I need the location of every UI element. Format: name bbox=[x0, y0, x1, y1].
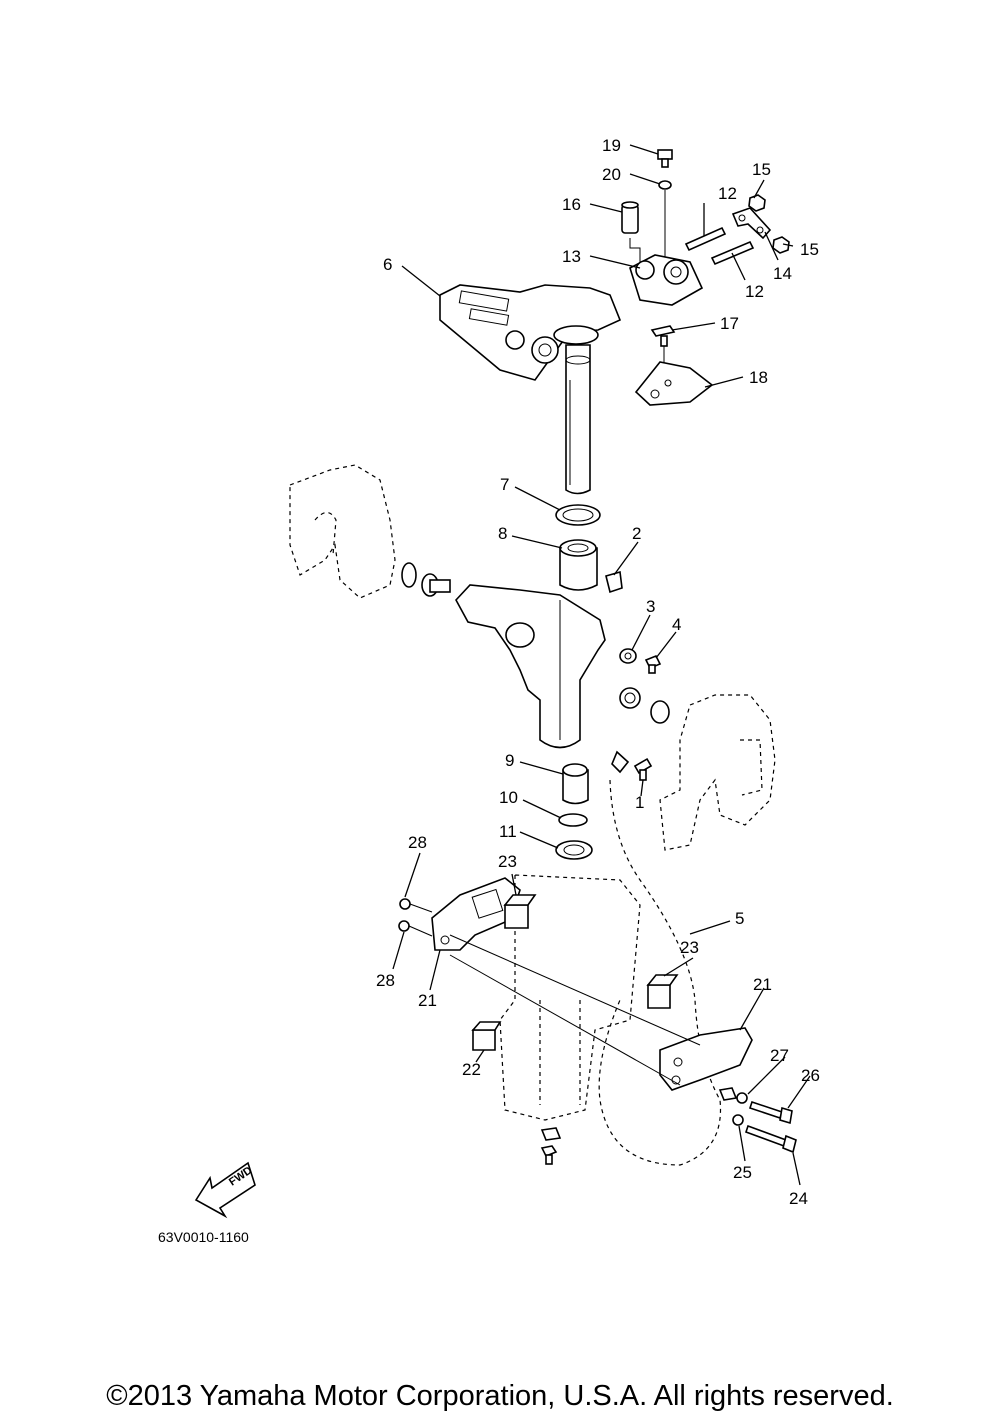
part-4-fitting bbox=[644, 654, 662, 674]
part-23-rubber-left bbox=[503, 894, 537, 929]
callout-28: 28 bbox=[376, 971, 395, 990]
part-19-bolt bbox=[657, 149, 673, 168]
callout-21: 21 bbox=[418, 991, 437, 1010]
part-17-clip bbox=[650, 325, 676, 347]
callout-15: 15 bbox=[800, 240, 819, 259]
callout-23: 23 bbox=[680, 938, 699, 957]
callout-8: 8 bbox=[498, 524, 507, 543]
part-14-plate bbox=[731, 207, 772, 240]
part-12-stud-upper bbox=[684, 226, 727, 252]
callout-12: 12 bbox=[745, 282, 764, 301]
part-27-washer bbox=[736, 1092, 748, 1104]
callout-15: 15 bbox=[752, 160, 771, 179]
callout-10: 10 bbox=[499, 788, 518, 807]
callout-22: 22 bbox=[462, 1060, 481, 1079]
part-28-bolt-upper bbox=[399, 898, 433, 913]
part-6-steering-arm bbox=[439, 284, 622, 381]
part-28-bolt-lower bbox=[398, 920, 433, 937]
callout-14: 14 bbox=[773, 264, 792, 283]
callout-24: 24 bbox=[789, 1189, 808, 1208]
part-18-plate bbox=[634, 361, 714, 406]
part-20-washer bbox=[658, 180, 672, 190]
callout-18: 18 bbox=[749, 368, 768, 387]
callout-16: 16 bbox=[562, 195, 581, 214]
copyright-notice: ©2013 Yamaha Motor Corporation, U.S.A. A… bbox=[106, 1380, 894, 1412]
washer-right bbox=[650, 700, 670, 724]
callout-26: 26 bbox=[801, 1066, 820, 1085]
callout-6: 6 bbox=[383, 255, 392, 274]
callout-23: 23 bbox=[498, 852, 517, 871]
part-25-washer bbox=[732, 1114, 744, 1126]
callout-20: 20 bbox=[602, 165, 621, 184]
bushing-left bbox=[421, 573, 451, 597]
callout-27: 27 bbox=[770, 1046, 789, 1065]
swivel-bracket bbox=[455, 584, 606, 749]
part-15-nut-upper bbox=[748, 194, 766, 212]
lower-casing-outline bbox=[499, 874, 641, 1121]
callout-11: 11 bbox=[499, 822, 517, 841]
part-7-washer bbox=[555, 504, 601, 526]
callout-7: 7 bbox=[500, 475, 509, 494]
callout-3: 3 bbox=[646, 597, 655, 616]
callout-2: 2 bbox=[632, 524, 641, 543]
part-24-bolt bbox=[744, 1124, 797, 1154]
clamp-bracket-right-outline bbox=[659, 694, 776, 851]
callout-21: 21 bbox=[753, 975, 772, 994]
callout-25: 25 bbox=[733, 1163, 752, 1182]
part-22-rubber bbox=[471, 1021, 502, 1051]
clamp-bracket-left-outline bbox=[289, 464, 396, 599]
washer-left bbox=[401, 562, 417, 588]
part-26-bolt bbox=[748, 1100, 793, 1125]
callout-1: 1 bbox=[635, 793, 644, 812]
callout-28: 28 bbox=[408, 833, 427, 852]
part-10-o-ring bbox=[558, 813, 588, 827]
spring bbox=[619, 687, 641, 709]
callout-leaders bbox=[392, 144, 811, 1186]
part-5-ground-lead bbox=[598, 779, 722, 1166]
part-21-mount-right bbox=[659, 1027, 753, 1091]
diagram-code: 63V0010-1160 bbox=[158, 1229, 249, 1245]
callout-9: 9 bbox=[505, 751, 514, 770]
part-23-rubber-right bbox=[646, 974, 679, 1009]
callout-labels: 19 20 15 12 16 15 13 14 6 12 17 18 7 2 8… bbox=[376, 136, 820, 1208]
steering-shaft bbox=[565, 344, 591, 495]
part-8-bushing bbox=[559, 539, 598, 591]
part-9-bushing bbox=[562, 763, 589, 805]
callout-5: 5 bbox=[735, 909, 744, 928]
ground-screw bbox=[540, 1145, 558, 1165]
fwd-arrow-icon: FWD bbox=[194, 1161, 256, 1219]
part-16-pin bbox=[621, 201, 639, 234]
callout-19: 19 bbox=[602, 136, 621, 155]
callout-17: 17 bbox=[720, 314, 739, 333]
part-1-bolt bbox=[633, 757, 653, 781]
part-11-seal bbox=[555, 840, 593, 860]
callout-4: 4 bbox=[672, 615, 681, 634]
part-13-holder bbox=[629, 254, 704, 306]
part-3-bushing bbox=[619, 648, 637, 664]
callout-13: 13 bbox=[562, 247, 581, 266]
callout-12: 12 bbox=[718, 184, 737, 203]
